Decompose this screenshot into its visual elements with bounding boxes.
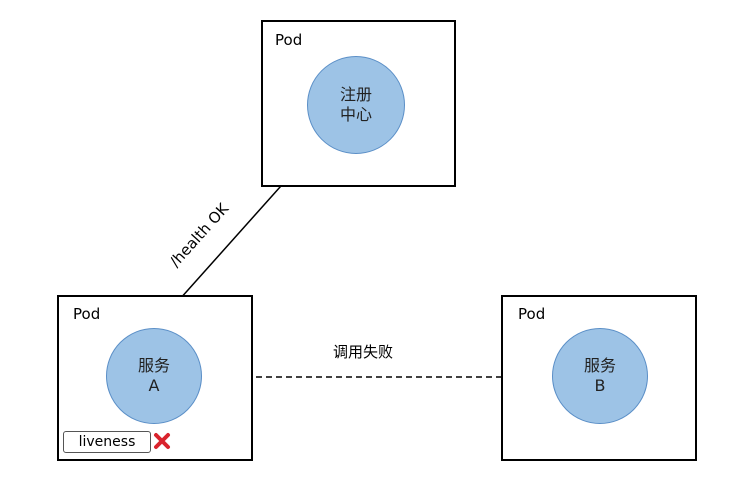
service-a-node-line-2: A xyxy=(148,376,160,395)
pod-registry-label: Pod xyxy=(275,31,303,49)
pod-service-a-label: Pod xyxy=(73,305,101,323)
registry-node-line-1: 注册 xyxy=(339,85,372,104)
service-b-node: 服务 B xyxy=(552,328,648,424)
pod-service-b-box: Pod 服务 B xyxy=(501,295,697,461)
failed-call-label: 调用失败 xyxy=(333,343,394,361)
registry-node-line-2: 中心 xyxy=(339,105,372,124)
service-b-node-line-1: 服务 xyxy=(583,356,616,375)
service-b-node-line-2: B xyxy=(594,376,606,395)
pod-registry-box: Pod 注册 中心 xyxy=(261,20,456,187)
registry-node: 注册 中心 xyxy=(307,56,405,154)
cross-icon xyxy=(154,433,170,449)
service-a-node: 服务 A xyxy=(106,328,202,424)
liveness-probe-tag: liveness xyxy=(63,431,151,453)
service-a-node-line-1: 服务 xyxy=(137,356,170,375)
pod-service-b-label: Pod xyxy=(518,305,546,323)
